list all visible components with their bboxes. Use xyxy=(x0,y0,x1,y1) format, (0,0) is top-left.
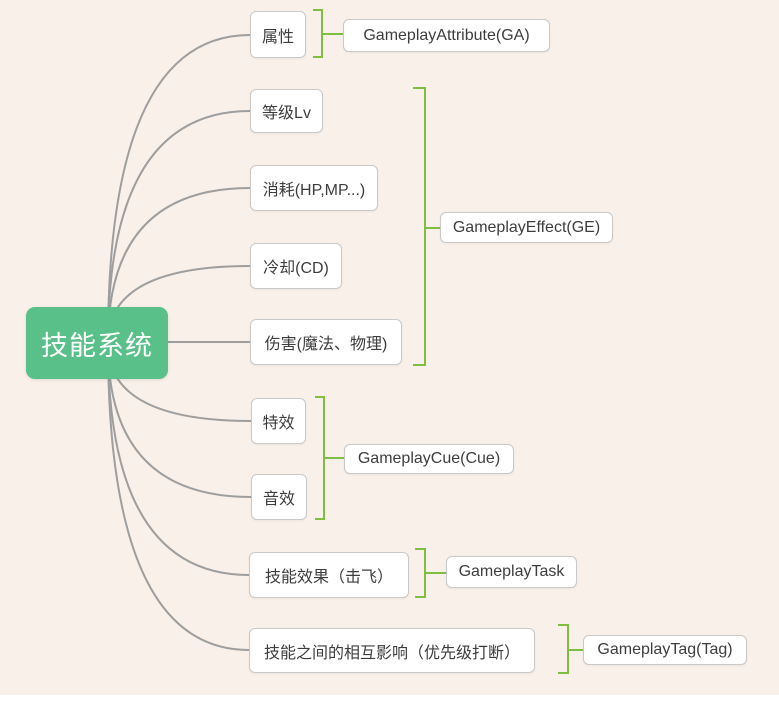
connector-root-skill-effect xyxy=(107,343,250,576)
summary-bracket-gameplay-attribute xyxy=(313,9,343,58)
summary-bracket-gameplay-cue xyxy=(315,396,344,520)
topic-sfx-label: 音效 xyxy=(262,491,295,508)
summary-bracket-gameplay-effect xyxy=(413,87,440,366)
topic-cooldown-label: 冷却(CD) xyxy=(263,260,329,277)
topic-skill-effect[interactable]: 技能效果（击飞） xyxy=(249,552,409,598)
topic-skill-interaction-label: 技能之间的相互影响（优先级打断） xyxy=(263,644,520,662)
topic-vfx[interactable]: 特效 xyxy=(251,398,306,444)
summary-gameplay-cue[interactable]: GameplayCue(Cue) xyxy=(344,444,514,474)
topic-skill-effect-label: 技能效果（击飞） xyxy=(264,569,393,586)
topic-cooldown[interactable]: 冷却(CD) xyxy=(250,243,342,289)
connector-root-cost xyxy=(107,187,251,343)
topic-sfx[interactable]: 音效 xyxy=(251,474,307,520)
topic-cost-label: 消耗(HP,MP...) xyxy=(262,182,366,199)
summary-gameplay-cue-label: GameplayCue(Cue) xyxy=(357,450,501,467)
topic-attribute-label: 属性 xyxy=(261,28,294,46)
summary-gameplay-task[interactable]: GameplayTask xyxy=(446,556,577,588)
topic-damage-label: 伤害(魔法、物理) xyxy=(264,336,388,353)
root-topic-label: 技能系统 xyxy=(41,330,153,361)
connector-root-attribute xyxy=(107,34,251,343)
connector-root-interaction xyxy=(107,343,250,651)
root-topic[interactable]: 技能系统 xyxy=(26,307,168,379)
topic-skill-interaction[interactable]: 技能之间的相互影响（优先级打断） xyxy=(249,628,535,673)
summary-gameplay-attribute[interactable]: GameplayAttribute(GA) xyxy=(343,19,550,52)
topic-level[interactable]: 等级Lv xyxy=(250,89,323,133)
summary-gameplay-task-label: GameplayTask xyxy=(458,563,565,580)
topic-damage[interactable]: 伤害(魔法、物理) xyxy=(250,319,402,365)
summary-gameplay-effect[interactable]: GameplayEffect(GE) xyxy=(440,212,613,243)
connector-root-level xyxy=(107,110,251,343)
summary-bracket-gameplay-tag xyxy=(558,624,583,674)
topic-cost[interactable]: 消耗(HP,MP...) xyxy=(250,165,378,211)
summary-gameplay-tag[interactable]: GameplayTag(Tag) xyxy=(583,635,747,665)
topic-attribute[interactable]: 属性 xyxy=(250,11,306,58)
summary-gameplay-effect-label: GameplayEffect(GE) xyxy=(452,218,601,236)
summary-bracket-gameplay-task xyxy=(415,548,446,598)
summary-gameplay-attribute-label: GameplayAttribute(GA) xyxy=(363,26,530,44)
connector-root-sfx xyxy=(107,343,252,498)
topic-vfx-label: 特效 xyxy=(262,415,295,432)
summary-gameplay-tag-label: GameplayTag(Tag) xyxy=(597,641,733,658)
topic-level-label: 等级Lv xyxy=(262,105,311,122)
